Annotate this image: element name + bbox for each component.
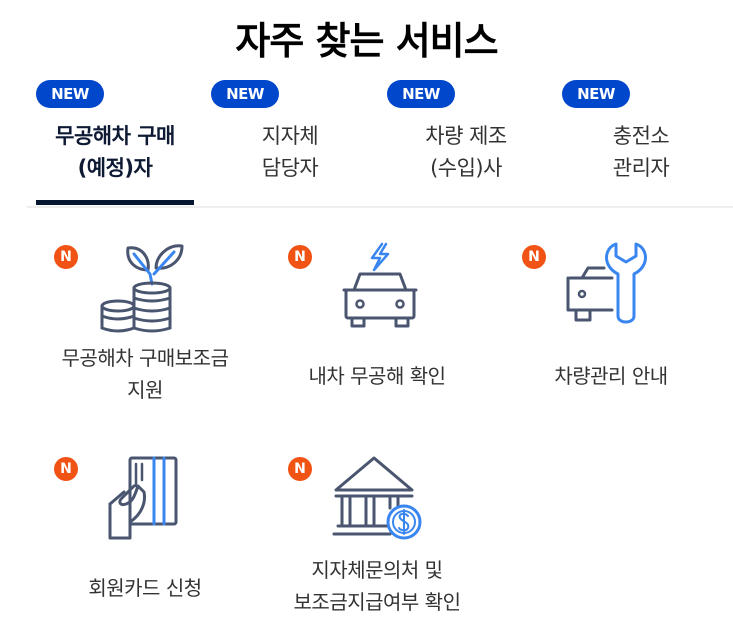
tab-label: 차량 제조 (수입)사 xyxy=(425,124,507,180)
service-label: 무공해차 구매보조금 지원 xyxy=(61,346,229,402)
new-badge: NEW xyxy=(211,80,279,108)
hand-card-icon xyxy=(108,456,178,540)
new-badge: N xyxy=(54,457,78,481)
service-membership-card[interactable]: N 회원카드 신청 xyxy=(30,452,260,622)
tab-vehicle-manufacturer[interactable]: NEW 차량 제조 (수입)사 xyxy=(387,78,563,206)
plant-coins-icon xyxy=(100,244,184,333)
service-label: 차량관리 안내 xyxy=(554,364,668,388)
service-vehicle-management[interactable]: N 차량관리 안내 xyxy=(496,240,726,410)
tab-label: 무공해차 구매 (예정)자 xyxy=(55,124,175,180)
service-label: 지자체문의처 및 보조금지급여부 확인 xyxy=(293,558,461,614)
new-badge: N xyxy=(288,457,312,481)
tab-ev-buyer[interactable]: NEW 무공해차 구매 (예정)자 xyxy=(36,78,212,206)
tab-label: 충전소 관리자 xyxy=(612,124,670,180)
service-check-my-car[interactable]: N 내차 무공해 확인 xyxy=(262,240,492,410)
new-badge: NEW xyxy=(387,80,455,108)
tab-charging-station-manager[interactable]: NEW 충전소 관리자 xyxy=(562,78,733,206)
tabs-divider xyxy=(27,206,733,208)
new-badge: N xyxy=(288,245,312,269)
tab-local-government[interactable]: NEW 지자체 담당자 xyxy=(211,78,387,206)
tab-label: 지자체 담당자 xyxy=(261,124,319,180)
electric-car-icon xyxy=(342,242,418,328)
service-label: 내차 무공해 확인 xyxy=(308,364,446,388)
page-title: 자주 찾는 서비스 xyxy=(235,19,498,63)
service-label: 회원카드 신청 xyxy=(88,576,202,600)
active-tab-indicator xyxy=(36,200,194,205)
user-type-tabs: NEW 무공해차 구매 (예정)자 NEW 지자체 담당자 NEW 차량 제조 … xyxy=(0,78,733,208)
new-badge: NEW xyxy=(36,80,104,108)
new-badge: N xyxy=(522,245,546,269)
service-local-gov-contact-subsidy-status[interactable]: N 지자체문의처 및 보조금지급여부 확인 xyxy=(262,452,492,622)
service-ev-purchase-subsidy[interactable]: N 무공해차 구매보조금 지원 xyxy=(30,240,260,410)
bank-dollar-icon xyxy=(332,456,422,540)
new-badge: N xyxy=(54,245,78,269)
new-badge: NEW xyxy=(562,80,630,108)
car-wrench-icon xyxy=(566,242,647,324)
